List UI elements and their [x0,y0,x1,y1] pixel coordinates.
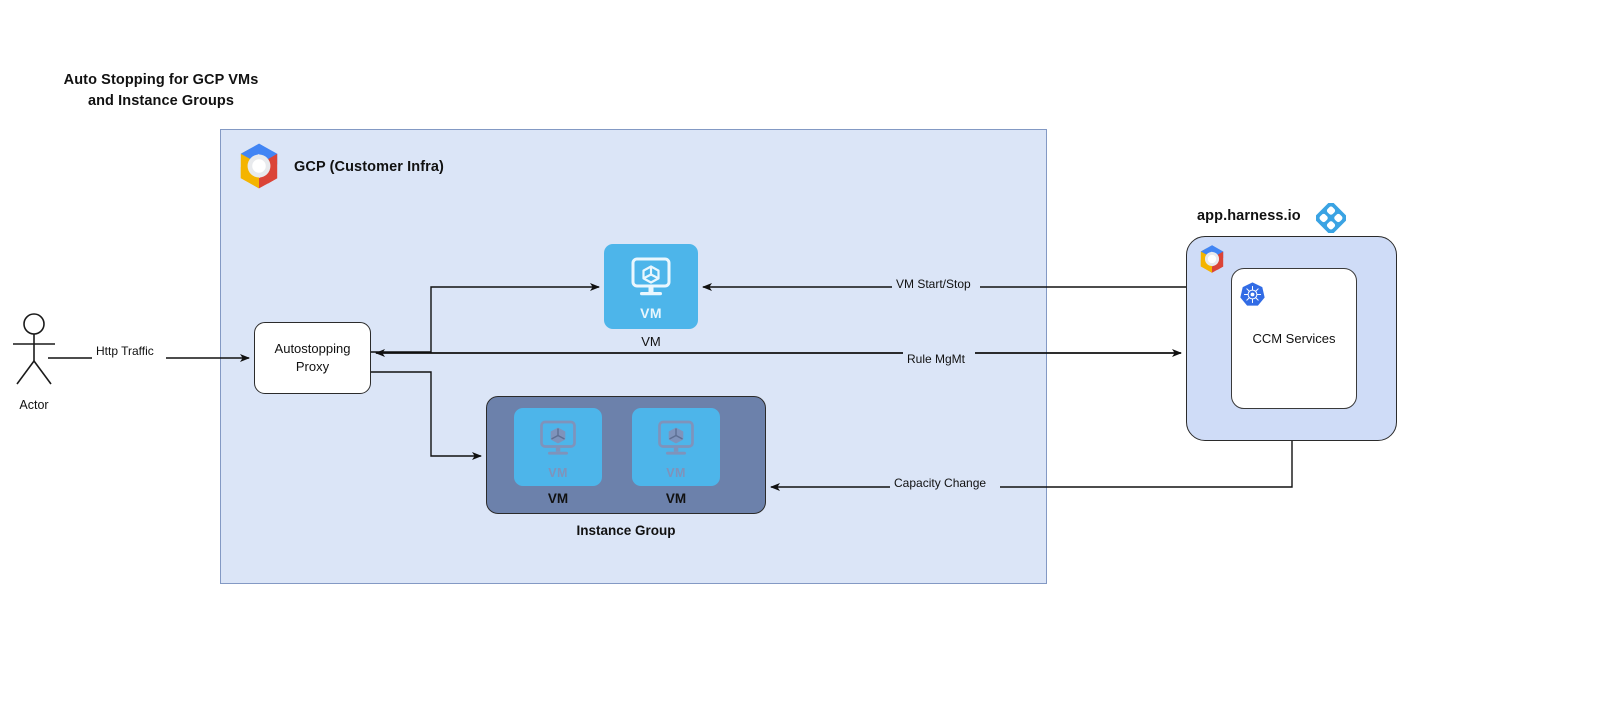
vm-monitor-cube-icon [535,419,582,460]
vm-inner-label: VM [640,305,662,321]
gcp-hexagon-icon [1196,243,1228,275]
harness-title: app.harness.io [1197,208,1301,224]
instance-group-vm-node[interactable]: VM [514,408,602,486]
gcp-container-label: GCP (Customer Infra) [294,159,444,175]
page-title-line-1: Auto Stopping for GCP VMs [63,72,259,88]
vm-inner-label: VM [666,466,686,480]
label-mask [92,346,166,361]
connector-label-vm-start-stop: VM Start/Stop [896,277,971,291]
connector-label-http-traffic: Http Traffic [96,344,154,358]
connector-label-rule-mgmt: Rule MgMt [907,352,966,366]
instance-group-caption: Instance Group [576,523,676,538]
instance-group-vm-caption: VM [665,491,687,506]
vm-monitor-cube-icon [653,419,700,460]
instance-group-vm-node[interactable]: VM [632,408,720,486]
page-title-line-2: and Instance Groups [87,93,235,110]
ccm-services-label: CCM Services [1252,331,1336,346]
autostopping-proxy-label-line-1: Autostopping [274,340,351,356]
label-mask [890,478,1000,493]
instance-group-node[interactable]: VM VM VM VM [486,396,766,514]
connector-label-capacity-change: Capacity Change [894,476,987,490]
actor-stick-figure-icon [8,313,60,385]
autostopping-proxy-label-line-2: Proxy [295,359,330,374]
harness-diamond-icon [1314,201,1348,235]
page-title: Auto Stopping for GCP VMs and Instance G… [46,70,276,112]
label-mask [892,279,980,294]
actor-label: Actor [19,398,49,412]
vm-caption: VM [641,334,661,349]
gcp-hexagon-icon [233,140,285,192]
vm-node[interactable]: VM [604,244,698,329]
vm-inner-label: VM [548,466,568,480]
label-mask [903,345,975,360]
autostopping-proxy-node[interactable]: Autostopping Proxy [254,322,371,394]
kubernetes-helm-icon [1239,281,1266,308]
instance-group-vm-caption: VM [547,491,569,506]
vm-monitor-cube-icon [625,256,677,301]
